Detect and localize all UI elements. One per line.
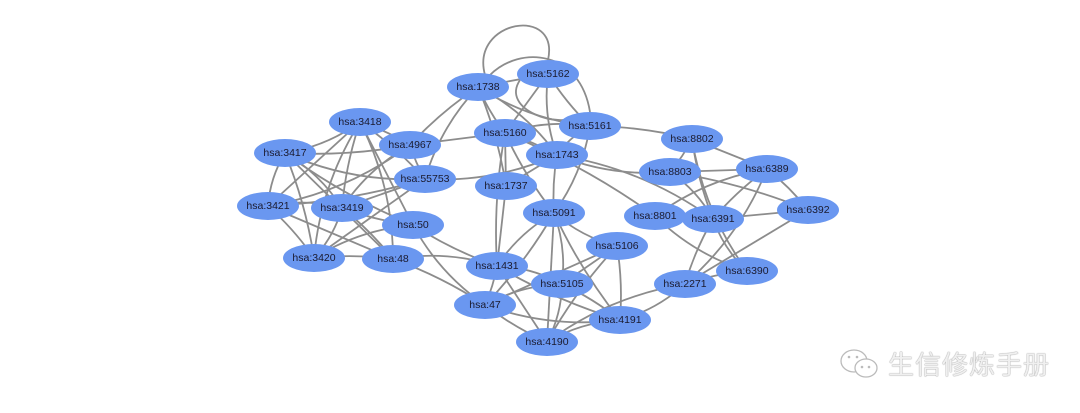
node-hsa-8802[interactable]: hsa:8802 (661, 125, 723, 153)
node-label: hsa:1738 (456, 81, 499, 93)
node-ellipse[interactable] (475, 172, 537, 200)
node-label: hsa:5105 (540, 278, 583, 290)
node-hsa-1738[interactable]: hsa:1738 (447, 73, 509, 101)
node-hsa-6390[interactable]: hsa:6390 (716, 257, 778, 285)
node-hsa-48[interactable]: hsa:48 (362, 245, 424, 273)
node-ellipse[interactable] (523, 199, 585, 227)
node-label: hsa:47 (469, 299, 501, 311)
node-ellipse[interactable] (516, 328, 578, 356)
node-label: hsa:8803 (648, 166, 691, 178)
node-hsa-3418[interactable]: hsa:3418 (329, 108, 391, 136)
node-ellipse[interactable] (639, 158, 701, 186)
node-ellipse[interactable] (589, 306, 651, 334)
node-hsa-4191[interactable]: hsa:4191 (589, 306, 651, 334)
node-label: hsa:1431 (475, 260, 518, 272)
wechat-icon (840, 348, 878, 378)
node-ellipse[interactable] (254, 139, 316, 167)
node-label: hsa:6389 (745, 163, 788, 175)
node-label: hsa:5106 (595, 240, 638, 252)
node-label: hsa:1743 (535, 149, 578, 161)
node-label: hsa:6390 (725, 265, 768, 277)
node-ellipse[interactable] (526, 141, 588, 169)
edge-55753-1738 (424, 86, 479, 180)
node-label: hsa:1737 (484, 180, 527, 192)
node-hsa-5160[interactable]: hsa:5160 (474, 119, 536, 147)
node-label: hsa:4191 (598, 314, 641, 326)
node-hsa-4190[interactable]: hsa:4190 (516, 328, 578, 356)
node-label: hsa:8801 (633, 210, 676, 222)
edge-loop-1738-5161 (489, 56, 591, 113)
node-label: hsa:8802 (670, 133, 713, 145)
node-label: hsa:3420 (292, 252, 335, 264)
node-ellipse[interactable] (517, 60, 579, 88)
node-label: hsa:4190 (525, 336, 568, 348)
node-ellipse[interactable] (311, 194, 373, 222)
node-ellipse[interactable] (682, 205, 744, 233)
node-ellipse[interactable] (394, 165, 456, 193)
node-ellipse[interactable] (329, 108, 391, 136)
node-label: hsa:55753 (400, 173, 449, 185)
node-hsa-2271[interactable]: hsa:2271 (654, 270, 716, 298)
node-ellipse[interactable] (447, 73, 509, 101)
node-layer: hsa:3418 hsa:4967 hsa:3417 hsa:55753 hsa:342… (237, 60, 839, 356)
node-ellipse[interactable] (379, 131, 441, 159)
node-hsa-50[interactable]: hsa:50 (382, 211, 444, 239)
node-label: hsa:3419 (320, 202, 363, 214)
node-hsa-3420[interactable]: hsa:3420 (283, 244, 345, 272)
node-ellipse[interactable] (531, 270, 593, 298)
node-label: hsa:3421 (246, 200, 289, 212)
node-hsa-47[interactable]: hsa:47 (454, 291, 516, 319)
node-hsa-8803[interactable]: hsa:8803 (639, 158, 701, 186)
node-ellipse[interactable] (559, 112, 621, 140)
node-hsa-5161[interactable]: hsa:5161 (559, 112, 621, 140)
node-ellipse[interactable] (454, 291, 516, 319)
node-ellipse[interactable] (474, 119, 536, 147)
node-ellipse[interactable] (624, 202, 686, 230)
edge-3418-3420 (313, 121, 361, 259)
node-hsa-3417[interactable]: hsa:3417 (254, 139, 316, 167)
node-hsa-5091[interactable]: hsa:5091 (523, 199, 585, 227)
node-hsa-6391[interactable]: hsa:6391 (682, 205, 744, 233)
node-label: hsa:48 (377, 253, 409, 265)
node-hsa-6389[interactable]: hsa:6389 (736, 155, 798, 183)
node-ellipse[interactable] (661, 125, 723, 153)
node-label: hsa:6391 (691, 213, 734, 225)
node-hsa-1431[interactable]: hsa:1431 (466, 252, 528, 280)
edge-loop-1738-5162 (482, 24, 550, 76)
node-hsa-3419[interactable]: hsa:3419 (311, 194, 373, 222)
node-ellipse[interactable] (466, 252, 528, 280)
watermark: 生信修炼手册 (838, 345, 1050, 382)
node-label: hsa:3418 (338, 116, 381, 128)
node-ellipse[interactable] (382, 211, 444, 239)
node-ellipse[interactable] (777, 196, 839, 224)
node-ellipse[interactable] (362, 245, 424, 273)
node-label: hsa:5160 (483, 127, 526, 139)
node-hsa-5105[interactable]: hsa:5105 (531, 270, 593, 298)
node-ellipse[interactable] (654, 270, 716, 298)
node-hsa-1737[interactable]: hsa:1737 (475, 172, 537, 200)
node-hsa-55753[interactable]: hsa:55753 (394, 165, 456, 193)
node-ellipse[interactable] (283, 244, 345, 272)
node-hsa-5106[interactable]: hsa:5106 (586, 232, 648, 260)
node-hsa-3421[interactable]: hsa:3421 (237, 192, 299, 220)
node-hsa-4967[interactable]: hsa:4967 (379, 131, 441, 159)
node-label: hsa:3417 (263, 147, 306, 159)
node-ellipse[interactable] (716, 257, 778, 285)
node-ellipse[interactable] (736, 155, 798, 183)
node-hsa-5162[interactable]: hsa:5162 (517, 60, 579, 88)
node-ellipse[interactable] (237, 192, 299, 220)
watermark-text: 生信修炼手册 (888, 351, 1051, 381)
node-label: hsa:50 (397, 219, 429, 231)
node-hsa-1743[interactable]: hsa:1743 (526, 141, 588, 169)
node-label: hsa:2271 (663, 278, 706, 290)
node-label: hsa:4967 (388, 139, 431, 151)
node-label: hsa:6392 (786, 204, 829, 216)
node-label: hsa:5162 (526, 68, 569, 80)
node-hsa-8801[interactable]: hsa:8801 (624, 202, 686, 230)
node-hsa-6392[interactable]: hsa:6392 (777, 196, 839, 224)
node-ellipse[interactable] (586, 232, 648, 260)
node-label: hsa:5161 (568, 120, 611, 132)
node-label: hsa:5091 (532, 207, 575, 219)
